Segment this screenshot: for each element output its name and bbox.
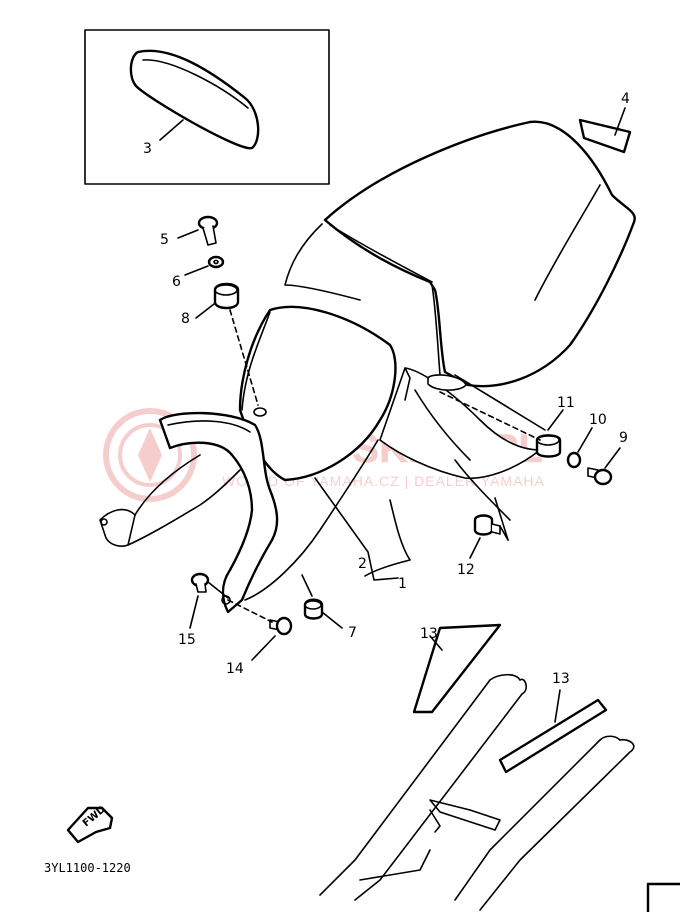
callout-9: 9 (619, 430, 628, 446)
washer-part-10 (566, 427, 593, 469)
diagram-code: 3YL1100-1220 (44, 861, 131, 875)
screw-part-14 (227, 599, 293, 661)
callout-15: 15 (178, 632, 196, 648)
seat-rear (238, 305, 397, 482)
seat-assembly (238, 120, 636, 601)
grommet-part-8 (195, 282, 267, 417)
callout-6: 6 (172, 274, 181, 290)
callout-4: 4 (621, 91, 630, 107)
seat-upper (323, 120, 636, 388)
callout-labels: 1 2 3 4 5 6 7 8 9 10 11 12 13 13 14 15 (143, 91, 630, 687)
callout-10: 10 (589, 412, 607, 428)
callout-12: 12 (457, 562, 475, 578)
decal-part-4 (578, 107, 632, 154)
bolt-part-9 (587, 447, 621, 486)
nut-part-7 (301, 574, 343, 629)
pad-part-13-right (498, 689, 608, 774)
callout-11: 11 (557, 395, 575, 411)
callout-7: 7 (348, 625, 357, 641)
inset-box-part-3 (84, 29, 330, 185)
callout-13-right: 13 (552, 671, 570, 687)
pad-part-13-left (412, 623, 502, 714)
nut-part-12 (469, 497, 509, 559)
watermark-logo-icon (103, 408, 197, 502)
fwd-arrow-icon: FWD (66, 804, 114, 844)
corner-mark (646, 882, 680, 912)
callout-13-left: 13 (420, 626, 438, 642)
watermark-subtitle: WORLD OF YAMAHA.CZ | DEALER YAMAHA (222, 473, 545, 489)
callout-3: 3 (143, 141, 152, 157)
callout-8: 8 (181, 311, 190, 327)
side-bracket (99, 411, 279, 614)
seat-cowl-part (129, 49, 260, 150)
callout-1: 1 (398, 576, 407, 592)
rivet-part-15 (189, 572, 229, 629)
grommet-part-11 (535, 409, 564, 458)
callout-5: 5 (160, 232, 169, 248)
callout-2: 2 (358, 556, 367, 572)
washer-part-6 (184, 255, 225, 276)
callout-14: 14 (226, 661, 244, 677)
bolt-part-5 (177, 215, 219, 246)
frame-rails (319, 673, 635, 911)
